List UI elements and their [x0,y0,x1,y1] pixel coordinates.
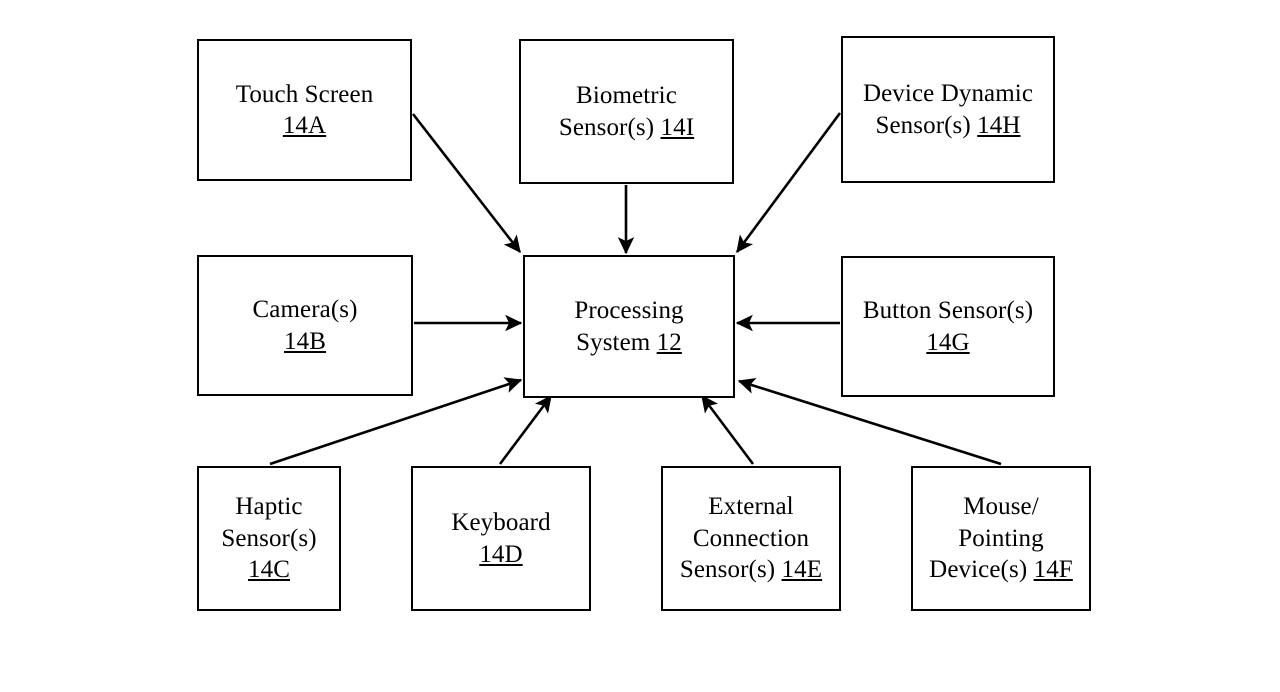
block-cameras: Camera(s)14B [197,255,413,396]
block-label-button-sensors: Button Sensor(s)14G [862,297,1034,356]
arrow-external-to-processing [700,394,755,465]
arrow-touch-screen-to-processing [411,113,522,254]
block-label-cameras: Camera(s)14B [252,296,358,355]
arrow-keyboard-to-processing [498,394,553,465]
block-button-sensors: Button Sensor(s)14G [841,256,1055,397]
arrow-device-dynamic-to-processing [735,112,842,254]
